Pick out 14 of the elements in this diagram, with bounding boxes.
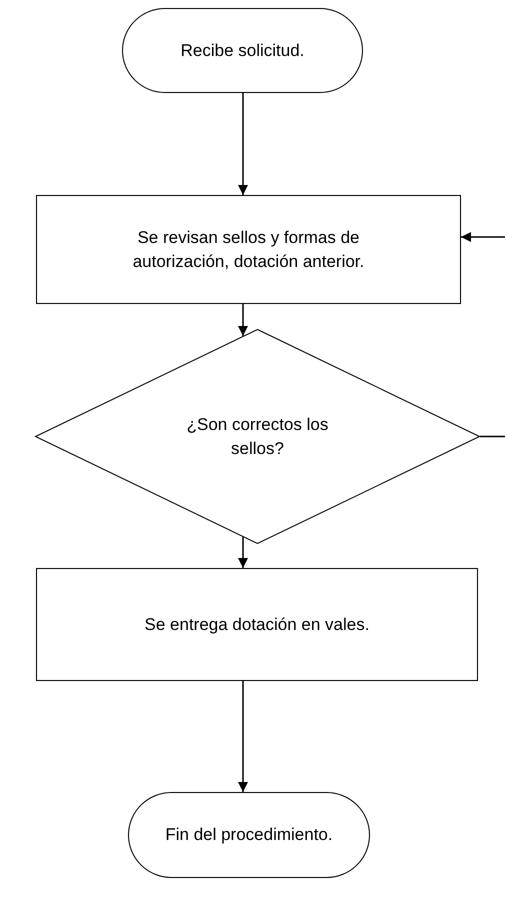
arrow [238,304,248,336]
node-text: ¿Son correctos los sellos? [186,414,330,460]
connector-line [480,436,505,438]
node-text: Se entrega dotación en vales. [144,614,370,636]
arrow [238,537,248,568]
arrow [238,93,248,195]
node-text: Recibe solicitud. [180,40,304,62]
process-box [36,568,478,681]
process-box [36,195,461,304]
node-text: Fin del procedimiento. [165,824,333,846]
decision-diamond [35,329,480,544]
node-text: Se revisan sellos y formas de autorización, dotación anterior. [132,226,366,272]
arrow [461,232,505,242]
arrow [238,681,248,792]
